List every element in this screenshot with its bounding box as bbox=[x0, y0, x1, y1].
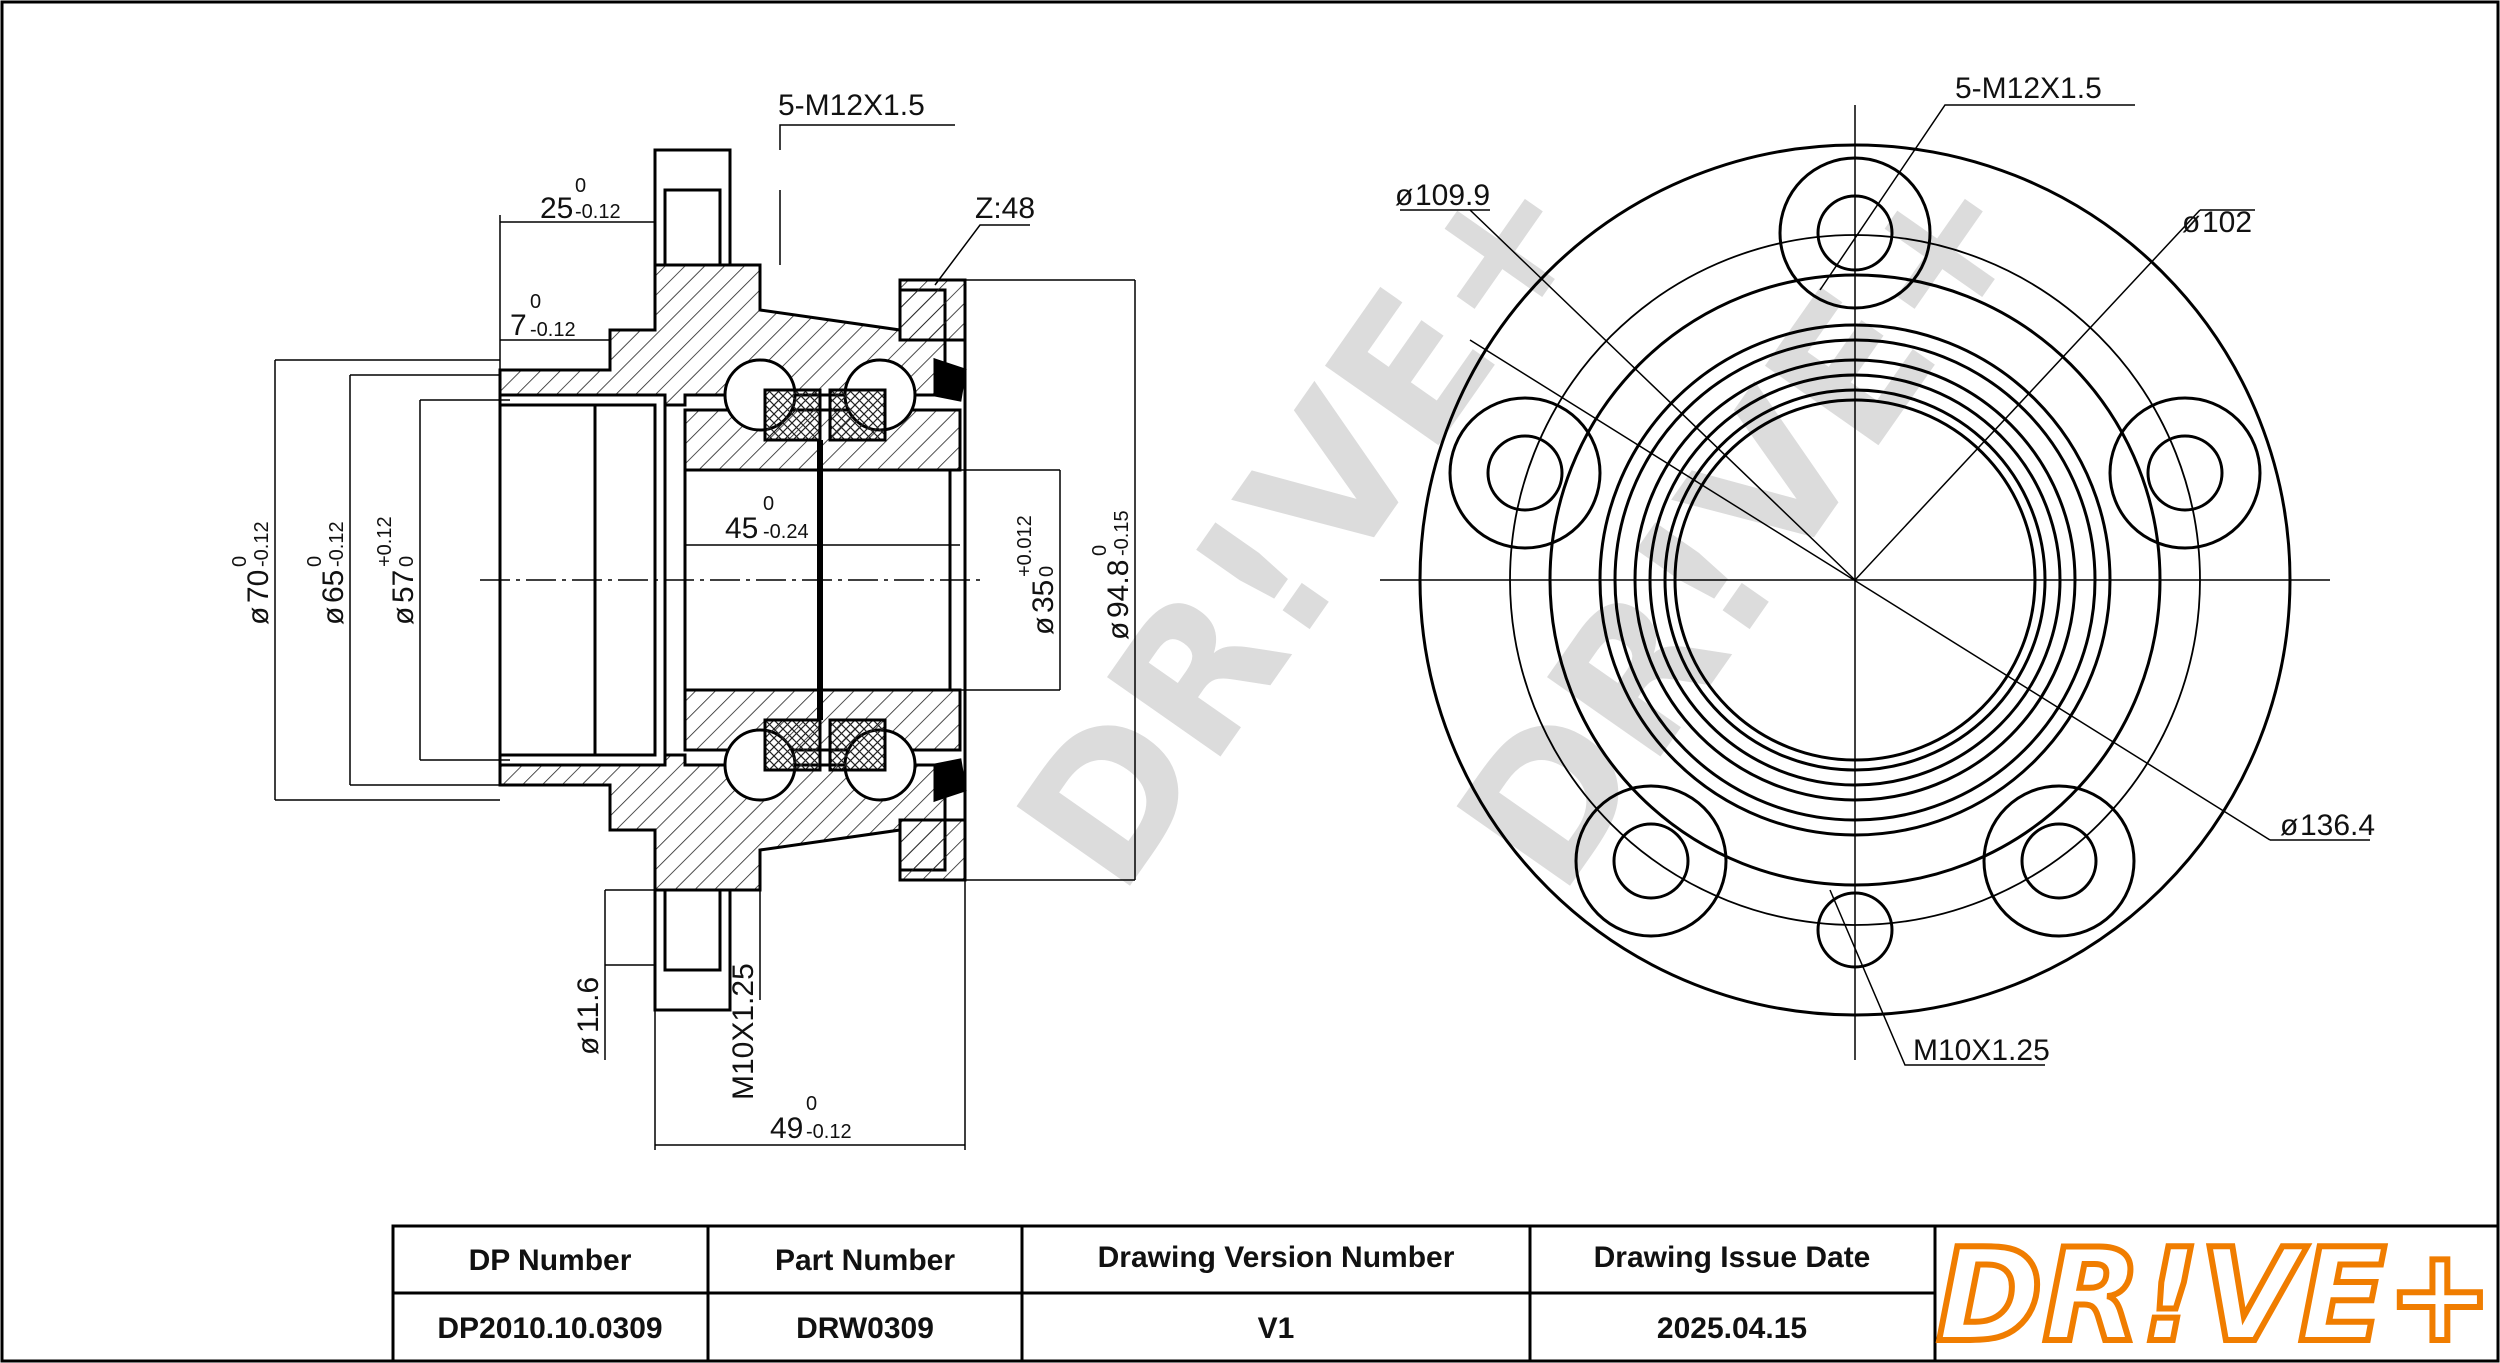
dia-70-upper-tol: 0 bbox=[229, 556, 251, 567]
dim-7: 7 bbox=[510, 309, 527, 342]
header-part-number: Part Number bbox=[775, 1244, 955, 1277]
dia-symbol: ø bbox=[1395, 179, 1413, 212]
dia-symbol: ø bbox=[387, 607, 420, 625]
front-thread-top: 5-M12X1.5 bbox=[1955, 72, 2102, 105]
front-dimension-labels: 5-M12X1.5 ø 109.9 ø 102 ø 136.4 M10X1.25 bbox=[1395, 72, 2375, 1067]
dia-symbol: ø bbox=[1027, 617, 1060, 635]
dia-94: 94.8 bbox=[1102, 560, 1135, 618]
section-dimension-labels: 5-M12X1.5 25 0 -0.12 Z:48 7 0 -0.12 ø 70… bbox=[229, 89, 1135, 1145]
dia-102: 102 bbox=[2202, 206, 2252, 239]
dim-25-upper-tol: 0 bbox=[575, 175, 586, 197]
value-version: V1 bbox=[1258, 1312, 1295, 1345]
header-dp-number: DP Number bbox=[469, 1244, 632, 1277]
thread-label-top: 5-M12X1.5 bbox=[778, 89, 925, 122]
dim-25: 25 bbox=[540, 192, 573, 225]
dia-symbol: ø bbox=[572, 1037, 605, 1055]
value-part-number: DRW0309 bbox=[796, 1312, 934, 1345]
dia-35-lower-tol: 0 bbox=[1036, 566, 1058, 577]
header-version: Drawing Version Number bbox=[1098, 1241, 1455, 1274]
value-dp-number: DP2010.10.0309 bbox=[437, 1312, 662, 1345]
bolt-hole bbox=[2020, 822, 2098, 900]
section-dimensions bbox=[274, 124, 1136, 1150]
dia-65-upper-tol: 0 bbox=[304, 556, 326, 567]
bearing-cage bbox=[763, 718, 822, 772]
dia-109: 109.9 bbox=[1415, 179, 1490, 212]
chamfer-label: Z:48 bbox=[975, 192, 1035, 225]
dia-11: 11.6 bbox=[572, 977, 605, 1033]
dia-35: 35 bbox=[1027, 580, 1060, 613]
dim-45-upper-tol: 0 bbox=[763, 493, 774, 515]
dim-45: 45 bbox=[725, 512, 758, 545]
dia-136: 136.4 bbox=[2300, 809, 2375, 842]
seal-top bbox=[933, 357, 967, 402]
brand-logo-text: DR!VE+ bbox=[1937, 1222, 2494, 1363]
dim-49-upper-tol: 0 bbox=[806, 1093, 817, 1115]
front-thread-bottom: M10X1.25 bbox=[1913, 1034, 2050, 1067]
dia-65: 65 bbox=[317, 570, 350, 603]
outer-flange-bottom bbox=[898, 818, 967, 882]
dia-57-upper-tol: +0.12 bbox=[374, 516, 396, 567]
bolt-hole bbox=[1612, 822, 1690, 900]
dia-symbol: ø bbox=[242, 607, 275, 625]
title-block-text: DP Number Part Number Drawing Version Nu… bbox=[437, 1241, 1870, 1345]
title-block bbox=[391, 1224, 2500, 1363]
dim-49-lower-tol: -0.12 bbox=[806, 1121, 852, 1143]
front-view bbox=[1380, 104, 2370, 1066]
bolt-hole bbox=[1486, 434, 1564, 512]
value-issue-date: 2025.04.15 bbox=[1657, 1312, 1807, 1345]
dia-70: 70 bbox=[242, 570, 275, 603]
dia-symbol: ø bbox=[2280, 809, 2298, 842]
leaders bbox=[1400, 104, 2370, 1066]
outer-flange-top bbox=[898, 278, 967, 342]
centerlines bbox=[1380, 105, 2330, 1060]
dia-94-lower-tol: -0.15 bbox=[1111, 510, 1133, 556]
bearing-cage bbox=[763, 388, 822, 442]
bearing-cage bbox=[828, 718, 887, 772]
dia-symbol: ø bbox=[2182, 206, 2200, 239]
brand-logo: DR!VE+ bbox=[1934, 1219, 2497, 1363]
dia-symbol: ø bbox=[317, 607, 350, 625]
dia-57-lower-tol: 0 bbox=[396, 556, 418, 567]
bolt-hole bbox=[2146, 434, 2224, 512]
seal-bottom bbox=[933, 758, 967, 803]
dim-45-lower-tol: -0.24 bbox=[763, 521, 809, 543]
dia-57: 57 bbox=[387, 570, 420, 603]
dim-49: 49 bbox=[770, 1112, 803, 1145]
dim-25-lower-tol: -0.12 bbox=[575, 201, 621, 223]
header-issue-date: Drawing Issue Date bbox=[1594, 1241, 1871, 1274]
dia-35-upper-tol: +0.012 bbox=[1014, 515, 1036, 577]
dia-94-upper-tol: 0 bbox=[1089, 545, 1111, 556]
thread-label-bottom: M10X1.25 bbox=[727, 963, 760, 1100]
bearing-cage bbox=[828, 388, 887, 442]
dim-7-upper-tol: 0 bbox=[530, 291, 541, 313]
dia-65-lower-tol: -0.12 bbox=[326, 521, 348, 567]
dia-symbol: ø bbox=[1102, 622, 1135, 640]
dim-7-lower-tol: -0.12 bbox=[530, 319, 576, 341]
dia-70-lower-tol: -0.12 bbox=[251, 521, 273, 567]
